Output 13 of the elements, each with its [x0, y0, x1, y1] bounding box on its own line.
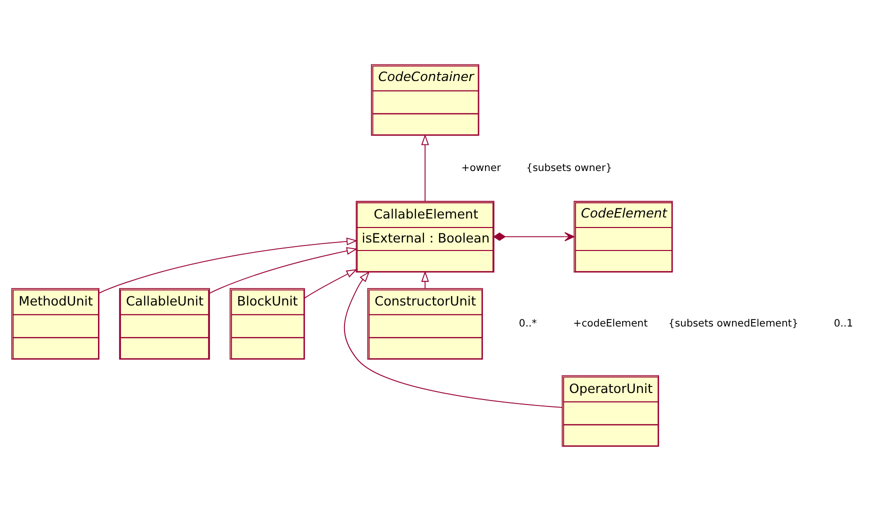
label: +owner [461, 162, 501, 174]
label: +codeElement [573, 318, 648, 329]
arrow [344, 270, 563, 408]
arrow [209, 246, 358, 294]
arrow [421, 270, 429, 288]
label: {subsets owner} [526, 162, 612, 174]
label: 0..* [518, 318, 537, 329]
arrow [421, 134, 429, 201]
arrow [304, 268, 358, 298]
arrow [98, 237, 358, 294]
label: 0..1 [834, 318, 854, 329]
label: {subsets ownedElement} [668, 318, 798, 329]
arrow [493, 232, 574, 241]
